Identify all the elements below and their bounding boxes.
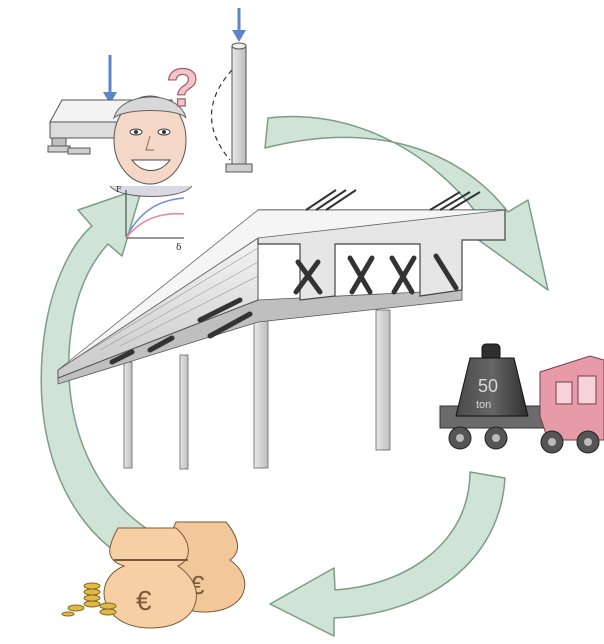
bridge-column bbox=[124, 362, 132, 468]
question-mark-icon: ? bbox=[166, 58, 199, 118]
bridge-column bbox=[376, 310, 390, 450]
beam-support bbox=[68, 148, 90, 154]
bridge-column bbox=[254, 318, 268, 468]
graph-y-axis-label: F bbox=[116, 185, 122, 194]
cycle-arrow-icon bbox=[270, 472, 505, 636]
engineer-portrait: ? bbox=[110, 58, 199, 197]
weight-mass-unit: ton bbox=[476, 399, 491, 411]
euro-money-bag-icon: € bbox=[104, 528, 196, 628]
beam-support bbox=[48, 146, 70, 152]
money-bags: € € bbox=[62, 522, 245, 628]
column-buckling-sketch bbox=[211, 8, 252, 172]
weight-mass-number: 50 bbox=[478, 376, 498, 396]
bridge-column bbox=[180, 355, 188, 469]
graph-x-axis-label: δ bbox=[176, 243, 181, 253]
cycle-arrow-bottom-right bbox=[270, 472, 505, 636]
weight-icon: 50 ton bbox=[456, 344, 528, 416]
svg-text:€: € bbox=[136, 585, 152, 616]
rebar-ends bbox=[306, 190, 480, 210]
